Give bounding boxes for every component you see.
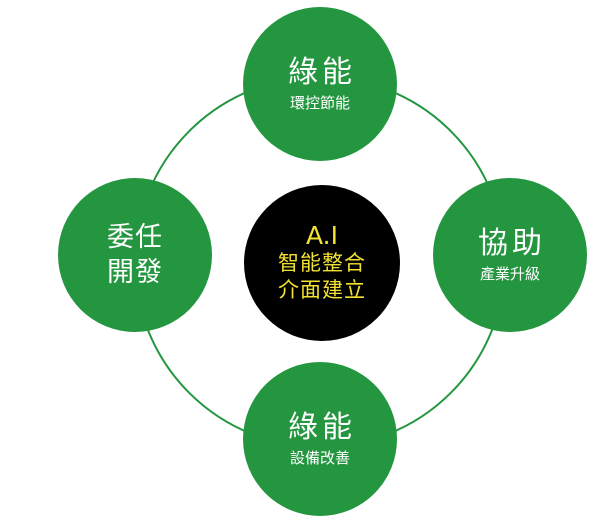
node-bottom-subtitle: 設備改善	[289, 449, 350, 467]
node-right-subtitle: 產業升級	[479, 265, 540, 283]
node-top-subtitle: 環控節能	[289, 94, 350, 112]
node-left-line1: 委任	[107, 222, 163, 253]
node-center-ai: A.I 智能整合 介面建立	[244, 185, 400, 341]
node-green-energy-climate-control: 綠能 環控節能	[243, 7, 397, 161]
node-commissioned-development: 委任 開發	[58, 178, 212, 332]
node-right-title: 協助	[478, 226, 546, 261]
node-center-title: A.I	[306, 221, 338, 250]
node-bottom-title: 綠能	[288, 410, 356, 445]
node-industry-upgrade: 協助 產業升級	[433, 178, 587, 332]
node-top-title: 綠能	[288, 55, 356, 90]
node-left-line2: 開發	[107, 257, 163, 288]
node-green-energy-equipment: 綠能 設備改善	[243, 362, 397, 516]
node-center-line1: 智能整合	[278, 251, 366, 275]
node-center-line2: 介面建立	[278, 278, 366, 302]
